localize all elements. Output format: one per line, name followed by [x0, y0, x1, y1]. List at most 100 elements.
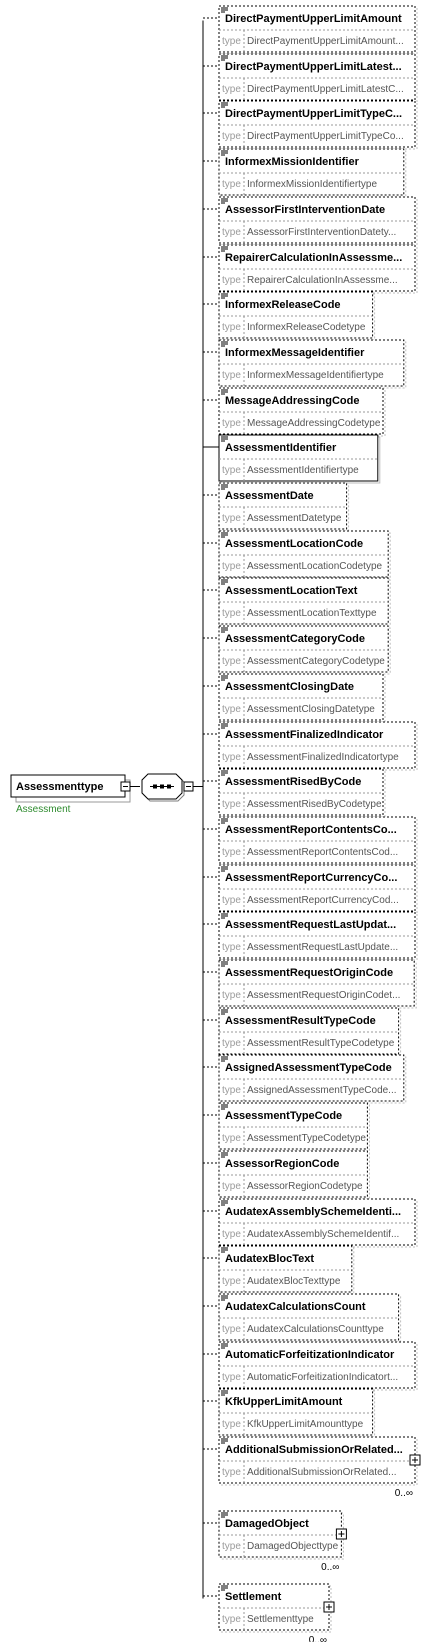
- element-box: [218, 339, 405, 387]
- type-value: AutomaticForfeitizationIndicatort...: [247, 1372, 398, 1383]
- element-glyph-icon: [221, 961, 228, 967]
- element-name: AudatexAssemblySchemeIdenti...: [225, 1206, 401, 1218]
- type-value: AssessmentReportCurrencyCod...: [247, 895, 399, 906]
- element-name: AssessmentClosingDate: [225, 681, 354, 693]
- type-key: type: [222, 561, 241, 572]
- type-value: DirectPaymentUpperLimitAmount...: [247, 36, 404, 47]
- root-collapse-icon[interactable]: [120, 781, 131, 792]
- root-element-name: Assessmenttype: [16, 781, 103, 793]
- element-glyph-icon: [221, 150, 228, 156]
- element-16[interactable]: AssessmentRisedByCodetype AssessmentRised…: [203, 768, 386, 818]
- element-glyph-icon: [221, 1056, 228, 1062]
- expand-icon[interactable]: [323, 1601, 335, 1613]
- element-glyph-icon: [221, 1152, 228, 1158]
- type-value: AssessmentRequestLastUpdate...: [247, 942, 398, 953]
- element-name: AssessmentRisedByCode: [225, 776, 361, 788]
- type-key: type: [222, 131, 241, 142]
- expand-icon[interactable]: [335, 1528, 347, 1540]
- type-value: AssessmentRisedByCodetype: [247, 799, 382, 810]
- type-value: AssessorFirstInterventionDatety...: [247, 227, 396, 238]
- element-glyph-icon: [221, 1295, 228, 1301]
- type-key: type: [222, 1541, 241, 1552]
- element-box: [218, 959, 415, 1007]
- type-value: InformexMessageIdentifiertype: [247, 370, 384, 381]
- type-value: AssessmentClosingDatetype: [247, 704, 375, 715]
- expand-icon[interactable]: [409, 1454, 421, 1466]
- element-box: [218, 673, 384, 721]
- element-glyph-icon: [221, 1438, 228, 1444]
- root-element[interactable]: Assessmenttype: [10, 774, 131, 803]
- cardinality-label: 0..∞: [321, 1562, 339, 1573]
- element-glyph-icon: [221, 341, 228, 347]
- type-key: type: [222, 370, 241, 381]
- element-glyph-icon: [221, 1390, 228, 1396]
- element-name: DirectPaymentUpperLimitTypeC...: [225, 108, 402, 120]
- type-key: type: [222, 1276, 241, 1287]
- element-glyph-icon: [221, 532, 228, 538]
- element-name: AssessmentRequestLastUpdat...: [225, 919, 396, 931]
- type-key: type: [222, 1229, 241, 1240]
- type-key: type: [222, 418, 241, 429]
- element-box: [218, 1388, 374, 1436]
- element-box: [218, 1510, 342, 1558]
- element-name: Settlement: [225, 1591, 282, 1603]
- element-14[interactable]: AssessmentClosingDatetype AssessmentClosi…: [203, 673, 386, 723]
- element-box: [218, 1436, 416, 1484]
- element-box: [218, 5, 416, 53]
- element-12[interactable]: AssessmentLocationTexttype AssessmentLoca…: [203, 577, 391, 627]
- element-name: MessageAddressingCode: [225, 395, 359, 407]
- element-name: AutomaticForfeitizationIndicator: [225, 1349, 395, 1361]
- type-value: AudatexBlocTexttype: [247, 1276, 341, 1287]
- type-key: type: [222, 227, 241, 238]
- type-key: type: [222, 84, 241, 95]
- type-key: type: [222, 1419, 241, 1430]
- element-name: AssessmentRequestOriginCode: [225, 967, 393, 979]
- element-name: AssessorRegionCode: [225, 1158, 339, 1170]
- element-box: [218, 1150, 368, 1198]
- root-element-subtitle: Assessment: [16, 804, 71, 815]
- element-box: [218, 721, 416, 769]
- type-value: DamagedObjecttype: [247, 1541, 339, 1552]
- type-value: AssessmentResultTypeCodetype: [247, 1038, 395, 1049]
- element-glyph-icon: [221, 1247, 228, 1253]
- element-name: AssessmentLocationText: [225, 585, 358, 597]
- type-value: AssessmentLocationTexttype: [247, 608, 377, 619]
- element-glyph-icon: [221, 7, 228, 13]
- sequence-collapse-icon[interactable]: [183, 781, 194, 792]
- element-glyph-icon: [221, 1585, 228, 1591]
- element-glyph-icon: [221, 723, 228, 729]
- type-key: type: [222, 990, 241, 1001]
- type-value: AssessmentTypeCodetype: [247, 1133, 366, 1144]
- element-box: [218, 196, 416, 244]
